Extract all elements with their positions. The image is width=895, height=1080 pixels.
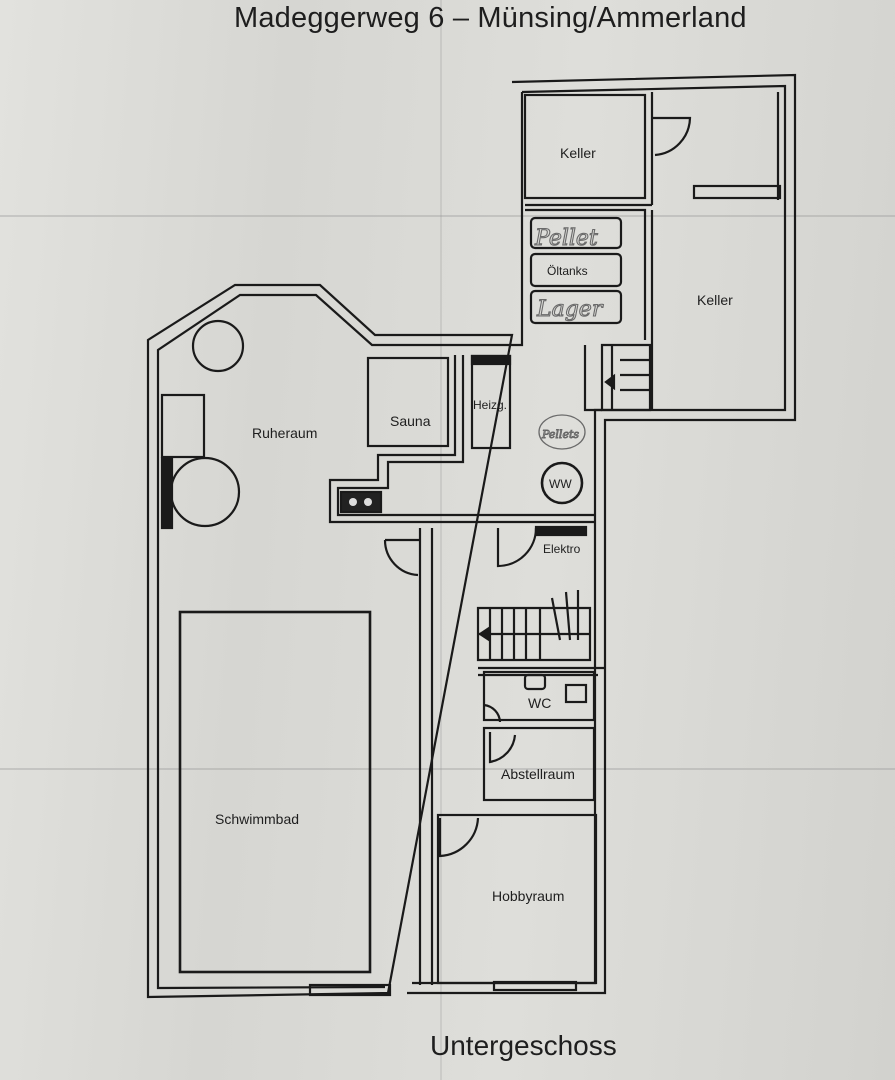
window [308,983,392,997]
wc-label: WC [528,695,551,711]
hobbyraum-label: Hobbyraum [492,888,564,904]
ww-label: WW [549,477,572,491]
schwimmbad-pool-outline [178,610,372,974]
outer-wall-outline [146,73,797,999]
paper-fold [0,215,895,217]
paper-fold [0,768,895,770]
paper-fold [440,0,442,1080]
plunge-pool-icon [169,456,241,528]
keller-label-1: Keller [560,145,596,161]
ruheraum-label: Ruheraum [252,425,317,441]
ww-boiler-icon [540,461,584,505]
stair-arrow-icon [478,625,491,643]
toilet-icon [564,683,588,704]
oeltanks-label: Öltanks [547,264,588,278]
bench [160,393,206,459]
abstellraum-room-wall [482,726,596,802]
door-swing [496,527,538,568]
elektro-panel [534,525,588,537]
pellet-label: Pellet [534,226,598,251]
door-swing [383,538,420,577]
lager-box [529,289,623,325]
lager-label: Lager [536,297,604,322]
schwimmbad-label: Schwimmbad [215,811,299,827]
upper-stairs [600,343,652,412]
abstellraum-label: Abstellraum [501,766,575,782]
keller-label-2: Keller [697,292,733,308]
shower-icon [191,319,245,373]
lower-stairs [476,606,592,662]
heizung-label: Heizg. [473,398,507,412]
window [492,980,578,992]
address-title: Madeggerweg 6 – Münsing/Ammerland [234,2,747,34]
washbasin-icon [523,673,547,691]
wall-stub [692,184,782,200]
inner-wall-outline [156,84,787,990]
floor-name: Untergeschoss [430,1030,617,1061]
handwritten-note-mark [538,414,586,450]
elektro-label: Elektro [543,542,581,556]
sauna-label: Sauna [390,413,431,429]
sauna-room-wall [366,356,450,448]
oeltanks-box [529,252,623,288]
stair-arrow-icon [604,373,616,391]
stove-icon [339,490,383,514]
wc-room-wall [482,670,596,722]
keller-room-wall [523,93,647,200]
pellet-box [529,216,623,250]
fuel-note-text: Pellets [541,428,579,441]
